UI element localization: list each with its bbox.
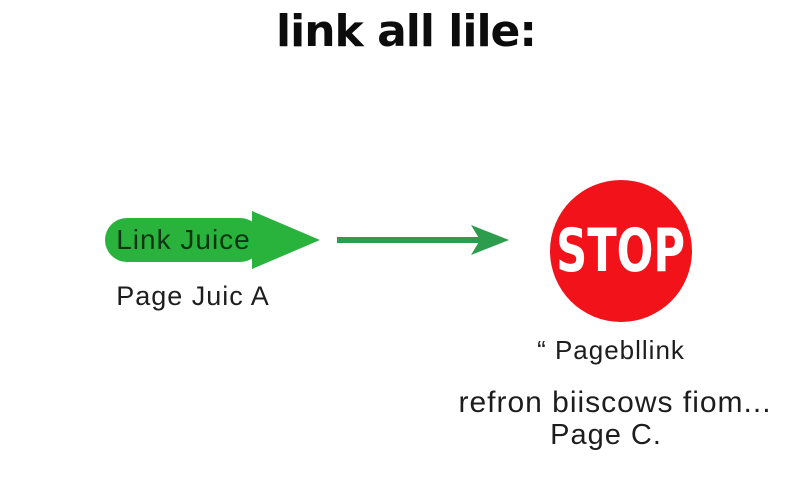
- flow-arrow-icon: [337, 225, 509, 255]
- diagram-title: link all lile:: [276, 6, 537, 57]
- link-juice-arrow: Link Juice: [100, 203, 325, 277]
- stop-sign-icon: STOP: [550, 180, 692, 322]
- flow-note-line1: refron biiscows fiom...: [458, 386, 772, 419]
- flow-note-line2: Page C.: [550, 419, 662, 451]
- link-juice-arrow-shape: [105, 211, 320, 269]
- page-a-label: Page Juic A: [116, 281, 270, 311]
- page-b-quote: “ Pagebllink: [537, 335, 685, 365]
- stop-label: STOP: [556, 216, 686, 286]
- link-juice-label: Link Juice: [116, 224, 251, 255]
